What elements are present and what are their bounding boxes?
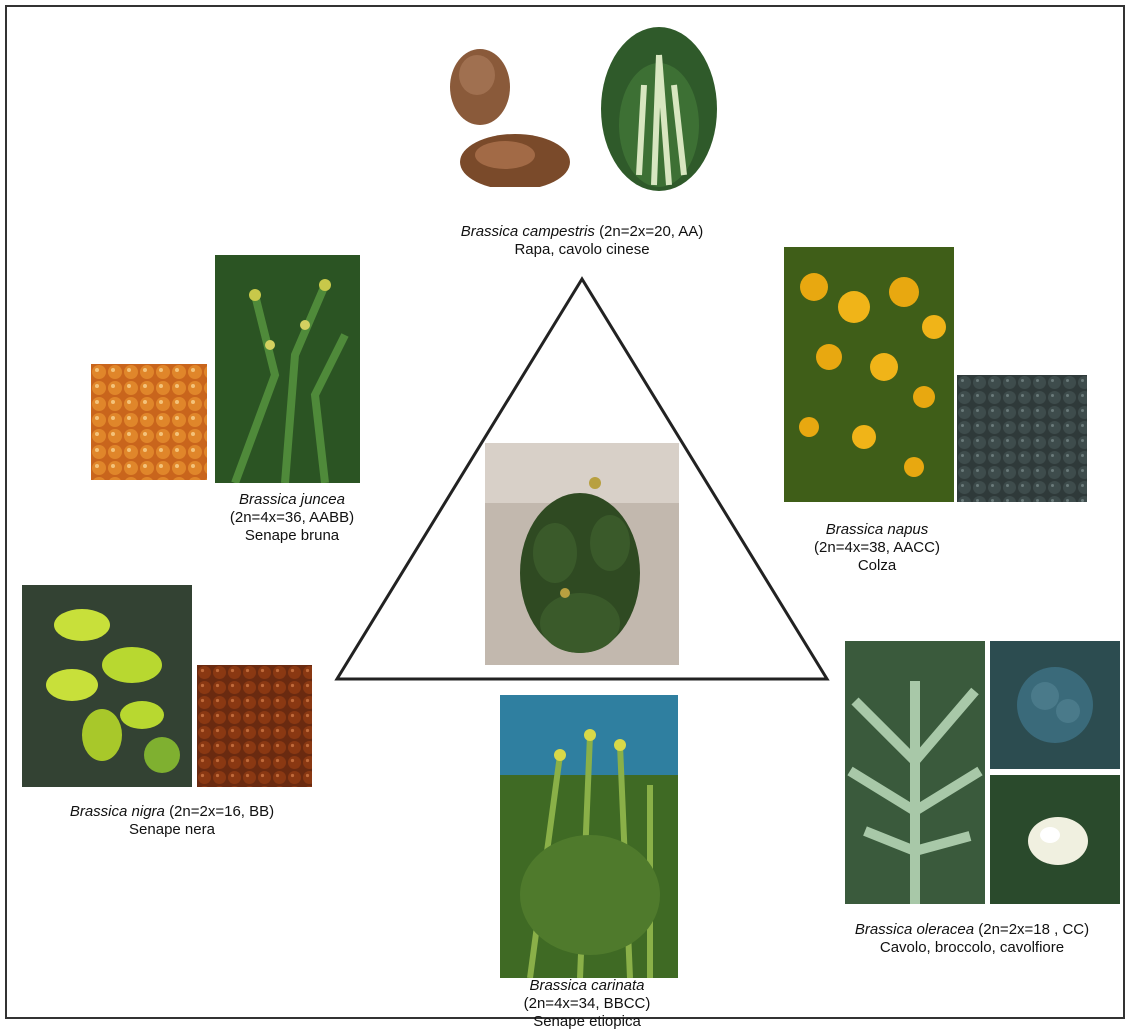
oleracea-formula: (2n=2x=18 , CC) bbox=[978, 921, 1089, 938]
central-plant-photo bbox=[485, 443, 679, 665]
nigra-seed-photo bbox=[197, 665, 312, 787]
napus-species: Brassica napus bbox=[826, 521, 929, 538]
napus-plant-photo bbox=[784, 247, 954, 502]
nigra-plant-photo bbox=[22, 585, 192, 787]
carinata-plant-photo bbox=[500, 695, 678, 978]
turnip-photo bbox=[425, 27, 585, 187]
napus-formula: (2n=4x=38, AACC) bbox=[787, 539, 967, 557]
napus-seed-photo bbox=[957, 375, 1087, 502]
chinese-cabbage-photo bbox=[599, 25, 719, 193]
campestris-common: Rapa, cavolo cinese bbox=[427, 241, 737, 259]
carinata-label: Brassica carinata (2n=4x=34, BBCC) Senap… bbox=[487, 977, 687, 1031]
oleracea-label: Brassica oleracea (2n=2x=18 , CC) Cavolo… bbox=[822, 921, 1122, 957]
juncea-species: Brassica juncea bbox=[239, 491, 345, 508]
campestris-formula: (2n=2x=20, AA) bbox=[599, 223, 703, 240]
nigra-label: Brassica nigra (2n=2x=16, BB) Senape ner… bbox=[27, 803, 317, 839]
oleracea-species: Brassica oleracea bbox=[855, 921, 974, 938]
oleracea-cauliflower-photo bbox=[990, 775, 1120, 904]
carinata-species: Brassica carinata bbox=[529, 977, 644, 994]
campestris-label: Brassica campestris (2n=2x=20, AA) Rapa,… bbox=[427, 223, 737, 259]
napus-common: Colza bbox=[787, 557, 967, 575]
napus-label: Brassica napus (2n=4x=38, AACC) Colza bbox=[787, 521, 967, 575]
juncea-common: Senape bruna bbox=[212, 527, 372, 545]
juncea-plant-photo bbox=[215, 255, 360, 483]
oleracea-common: Cavolo, broccolo, cavolfiore bbox=[822, 939, 1122, 957]
figure-frame: Brassica campestris (2n=2x=20, AA) Rapa,… bbox=[5, 5, 1125, 1019]
carinata-formula: (2n=4x=34, BBCC) bbox=[487, 995, 687, 1013]
nigra-formula: (2n=2x=16, BB) bbox=[169, 803, 274, 820]
oleracea-kale-photo bbox=[845, 641, 985, 904]
nigra-common: Senape nera bbox=[27, 821, 317, 839]
juncea-seed-photo bbox=[91, 364, 207, 480]
nigra-species: Brassica nigra bbox=[70, 803, 165, 820]
carinata-common: Senape etiopica bbox=[487, 1013, 687, 1031]
oleracea-broccoli-photo bbox=[990, 641, 1120, 769]
juncea-formula: (2n=4x=36, AABB) bbox=[212, 509, 372, 527]
juncea-label: Brassica juncea (2n=4x=36, AABB) Senape … bbox=[212, 491, 372, 545]
campestris-species: Brassica campestris bbox=[461, 223, 595, 240]
